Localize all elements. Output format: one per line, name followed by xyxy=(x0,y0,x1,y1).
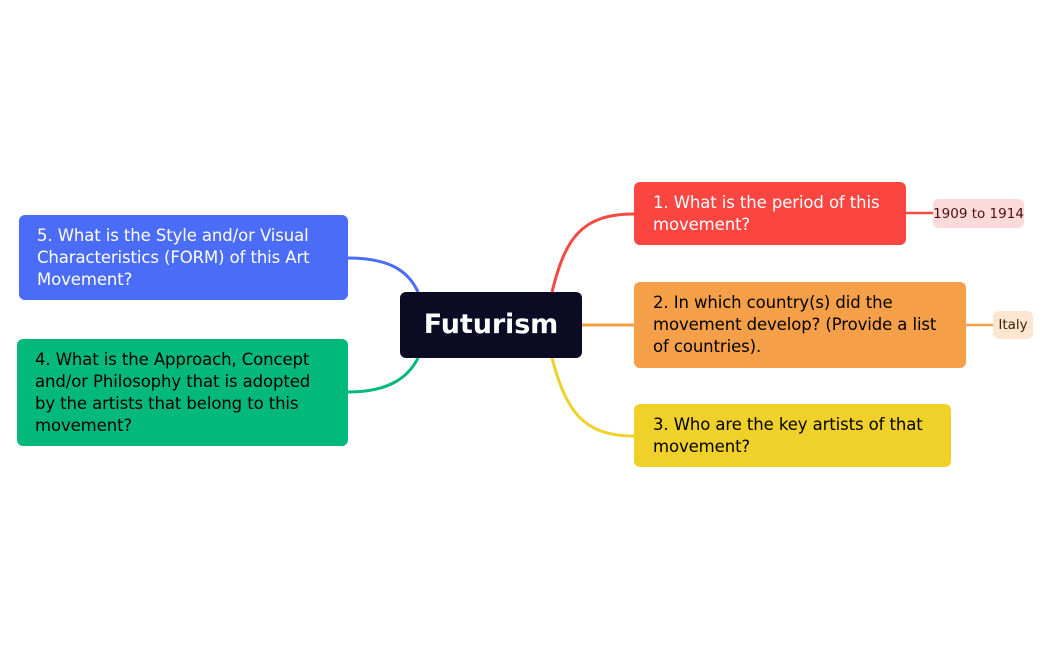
topic-style[interactable]: 5. What is the Style and/or Visual Chara… xyxy=(19,215,348,300)
connector-topic-3 xyxy=(550,357,635,438)
central-topic[interactable]: Futurism xyxy=(400,292,582,358)
topic-period-label: 1. What is the period of this movement? xyxy=(653,193,880,234)
topic-key-artists-label: 3. Who are the key artists of that movem… xyxy=(653,415,923,456)
subtopic-period-answer-label: 1909 to 1914 xyxy=(933,205,1024,222)
topic-key-artists[interactable]: 3. Who are the key artists of that movem… xyxy=(634,404,951,467)
subtopic-countries-answer-label: Italy xyxy=(998,317,1028,333)
topic-countries[interactable]: 2. In which country(s) did the movement … xyxy=(634,282,966,368)
subtopic-period-answer[interactable]: 1909 to 1914 xyxy=(933,199,1024,228)
topic-approach-label: 4. What is the Approach, Concept and/or … xyxy=(35,350,311,435)
connector-topic-5 xyxy=(347,256,420,293)
topic-period[interactable]: 1. What is the period of this movement? xyxy=(634,182,906,245)
topic-style-label: 5. What is the Style and/or Visual Chara… xyxy=(37,226,310,289)
connector-topic-4 xyxy=(347,357,420,394)
topic-approach[interactable]: 4. What is the Approach, Concept and/or … xyxy=(17,339,348,446)
topic-countries-label: 2. In which country(s) did the movement … xyxy=(653,293,937,356)
central-topic-label: Futurism xyxy=(423,309,559,340)
connector-topic-1 xyxy=(550,212,635,293)
subtopic-countries-answer[interactable]: Italy xyxy=(993,311,1033,339)
